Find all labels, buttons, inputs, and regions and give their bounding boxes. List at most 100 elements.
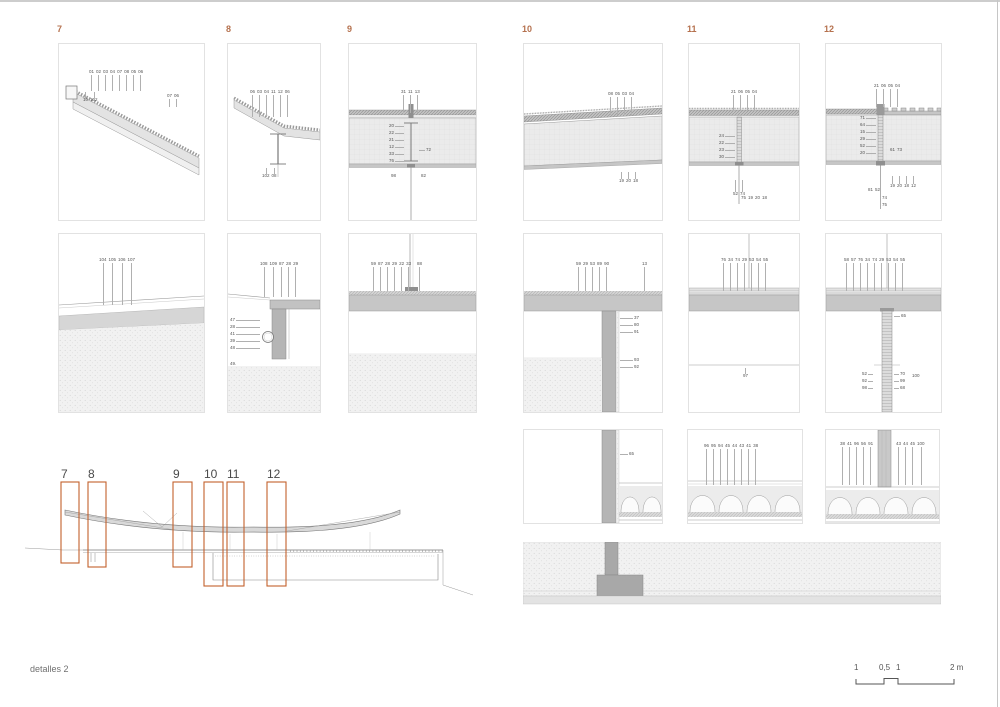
callout-number: 75 [741, 195, 747, 200]
callout-number: 33 [406, 261, 411, 291]
section-marker-label: 8 [88, 467, 95, 481]
callout-number: 95 [711, 443, 716, 485]
callout-row: 13 [642, 261, 647, 291]
callout-number: 20 [860, 150, 876, 156]
callout-number: 53 [749, 257, 754, 291]
callout-number: 49. [230, 361, 237, 366]
callout-number: 100 [917, 441, 925, 485]
callout-number: 56 [861, 441, 866, 485]
section-markers: 7 8 9 10 11 12 [60, 467, 287, 587]
callout-number: 02 [96, 69, 101, 91]
callout-number: 104 [99, 257, 107, 305]
section-marker-label: 7 [61, 467, 68, 481]
column-base [876, 161, 885, 166]
gravel-layer [524, 105, 662, 115]
section-marker-label: 10 [204, 467, 218, 481]
roof-slab [349, 117, 476, 165]
callout-number: 74 [872, 257, 877, 291]
callout-number: 89 [597, 261, 602, 291]
callout-number: 18 [762, 195, 768, 200]
callout-number: 22 [389, 130, 404, 136]
section-marker-rect [87, 481, 107, 568]
callout-number: 94 [718, 443, 723, 485]
ceiling-band [688, 512, 802, 517]
callout-number: 53 [886, 257, 891, 291]
floor-finish [349, 291, 476, 295]
callout-number: 11 [408, 89, 413, 113]
callout-number: 71 [860, 115, 876, 121]
column-anchor [876, 104, 885, 115]
callout-number: 29 [879, 257, 884, 291]
callout-number: 43 [896, 441, 901, 485]
drain-pipe-inner [263, 332, 273, 342]
panel-label-8: 8 [226, 24, 232, 34]
callout-number: 33 [389, 151, 404, 157]
callout-number: 05 [888, 83, 893, 107]
ground-fill [523, 542, 941, 597]
callout-number: 29 [392, 261, 397, 291]
callout-number: 41 [746, 443, 751, 485]
callout-number: 76 [721, 257, 726, 291]
vault-arches [827, 497, 937, 515]
callout-number: 07 [117, 69, 122, 91]
callout-number: 06 [138, 69, 143, 91]
callout-number: 87 [378, 261, 383, 291]
callout-number: 29 [860, 136, 876, 142]
callout-number: 01 [89, 69, 94, 91]
scale-tick-label: 2 m [950, 663, 964, 672]
callout-number: 38 [753, 443, 758, 485]
callout-number: 34 [865, 257, 870, 291]
wall-stem [604, 542, 619, 576]
detail-8b-drawing [228, 293, 320, 412]
roof-edge-line [228, 293, 271, 299]
callout-number: 92 [620, 364, 639, 370]
callout-number: 53 [590, 261, 595, 291]
floor-slab [689, 294, 799, 312]
callout-number: 75 [882, 202, 888, 207]
section-marker-label: 12 [267, 467, 281, 481]
callout-number: 06 [285, 89, 290, 117]
detail-10-drawing [524, 105, 662, 170]
callout-number: 03 [622, 91, 627, 115]
callout-number: 97 [743, 368, 748, 379]
callout-number: 82 [421, 173, 427, 178]
roof-slab [524, 115, 662, 167]
callout-number: 55 [900, 257, 905, 291]
callout-number: 38 [840, 441, 845, 485]
callout-number: 68 [894, 385, 905, 391]
callout-number: 10 [83, 92, 88, 103]
callout-number: 76 [858, 257, 863, 291]
ground-fill [59, 323, 204, 412]
callout-number: 30 [719, 154, 735, 160]
footing [596, 574, 644, 597]
callout-number: 19 [748, 195, 754, 200]
callout-number: 37 [620, 315, 639, 321]
callout-number: 28 [286, 261, 291, 297]
section-marker-rect [172, 481, 193, 568]
callout-number: 59 [371, 261, 376, 291]
ceiling-band [689, 161, 799, 166]
callout-number: 05 [131, 69, 136, 91]
callout-number: 08 [124, 69, 129, 91]
callout-row: 97 [743, 368, 748, 379]
callout-number: 54 [756, 257, 761, 291]
floor-finish [524, 291, 662, 295]
callout-number: 19 [619, 172, 624, 184]
callout-number: 12 [278, 89, 283, 117]
